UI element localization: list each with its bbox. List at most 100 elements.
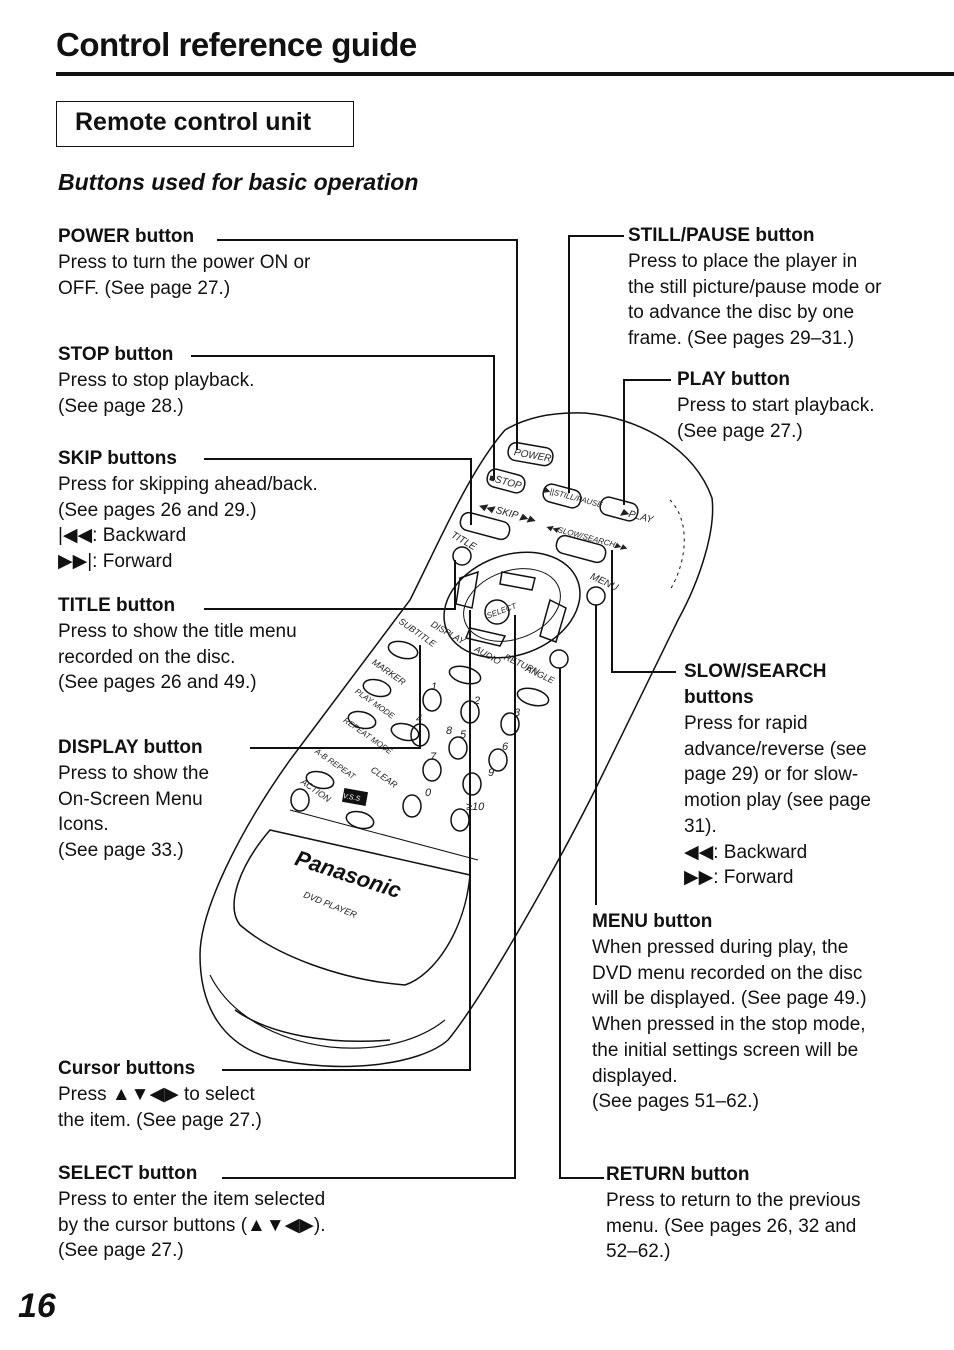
skip-desc-line: ▶▶|: Forward (58, 551, 173, 573)
remote-pause-key (542, 483, 582, 509)
title-desc-line: recorded on the disc. (58, 646, 236, 668)
menu-desc-line: When pressed during play, the (592, 937, 849, 958)
leader-cursor (222, 610, 471, 1071)
stop-label: STOP button (58, 344, 174, 365)
stop-callout: STOP button Press to stop playback. (See… (58, 342, 254, 419)
remote-text-n3: 3 (514, 707, 521, 719)
return-callout: RETURN button Press to return to the pre… (606, 1162, 861, 1265)
menu-desc-line: (See pages 51–62.) (592, 1091, 759, 1113)
return-label: RETURN button (606, 1164, 750, 1185)
subheading: Buttons used for basic operation (58, 169, 419, 195)
remote-text-repeat: REPEAT MODE (342, 716, 395, 757)
logo-panel (233, 829, 471, 986)
menu-desc-line: displayed. (592, 1065, 678, 1087)
display-desc-line: (See page 33.) (58, 840, 184, 862)
remote-model-text: DVD PLAYER (302, 889, 358, 920)
slow-search-desc-line: 31). (684, 815, 717, 837)
remote-select-key (484, 599, 510, 625)
play-desc-line: (See page 27.) (677, 420, 803, 442)
skip-desc-line: (See pages 26 and 29.) (58, 499, 257, 521)
section-title-box (56, 101, 354, 147)
still-pause-callout: STILL/PAUSE button Press to place the pl… (628, 223, 881, 352)
power-desc-line: OFF. (See page 27.) (58, 277, 231, 299)
menu-desc-line: will be displayed. (See page 49.) (592, 988, 867, 1010)
display-desc-line: Icons. (58, 814, 109, 836)
page-title: Control reference guide (56, 26, 417, 63)
remote-text-power: POWER (513, 447, 552, 464)
leader-skip (204, 458, 472, 525)
title-label: TITLE button (58, 595, 176, 616)
slow-search-desc-line: motion play (see page (684, 790, 871, 812)
title-desc-line: Press to show the title menu (58, 621, 297, 642)
power-label: POWER button (58, 226, 195, 247)
title-callout: TITLE button Press to show the title men… (58, 593, 297, 696)
title-rule (56, 72, 954, 76)
remote-slow-key (555, 534, 607, 564)
menu-label: MENU button (592, 911, 713, 932)
leader-title (204, 560, 456, 610)
remote-power-key (507, 441, 554, 467)
slow-search-callout: SLOW/SEARCH buttons Press for rapid adva… (684, 659, 871, 891)
remote-text-skip: ◀◀ SKIP ▶▶ (477, 500, 538, 526)
remote-text-clear: CLEAR (369, 765, 400, 791)
remote-text-n10: ≥10 (466, 801, 485, 813)
cursor-desc-line: the item. (See page 27.) (58, 1109, 262, 1131)
leader-display (250, 645, 421, 749)
leader-select (222, 615, 516, 1179)
remote-text-marker: MARKER (370, 657, 408, 688)
slow-search-desc-line: Press for rapid (684, 713, 808, 734)
slow-search-label: buttons (684, 687, 754, 708)
remote-title-key (452, 546, 472, 566)
section-title: Remote control unit (75, 108, 312, 136)
remote-cursor-right (539, 598, 567, 643)
remote-stop-key (486, 468, 526, 494)
remote-text-n4: 4 (416, 713, 422, 725)
remote-cursor-down (464, 627, 507, 647)
display-desc-line: On-Screen Menu (58, 788, 203, 810)
remote-text-title: TITLE (449, 530, 478, 553)
menu-desc-line: When pressed in the stop mode, (592, 1014, 866, 1036)
stop-desc-line: Press to stop playback. (58, 370, 255, 391)
select-label: SELECT button (58, 1163, 198, 1184)
select-desc-line: (See page 27.) (58, 1240, 184, 1262)
return-desc-line: menu. (See pages 26, 32 and (606, 1215, 857, 1237)
still-pause-desc-line: the still picture/pause mode or (628, 276, 882, 298)
title-desc-line: (See pages 26 and 49.) (58, 672, 257, 694)
skip-desc-line: Press for skipping ahead/back. (58, 474, 318, 495)
cursor-desc-line: Press ▲▼◀▶ to select (58, 1084, 255, 1105)
power-desc-line: Press to turn the power ON or (58, 252, 311, 273)
leader-play (623, 379, 671, 505)
remote-text-ab: A-B REPEAT (312, 746, 357, 782)
remote-text-n1: 1 (431, 681, 437, 693)
remote-return-key (549, 649, 569, 669)
still-pause-desc-line: to advance the disc by one (628, 302, 855, 324)
cursor-callout: Cursor buttons Press ▲▼◀▶ to select the … (58, 1056, 262, 1133)
leader-stop (191, 355, 495, 480)
remote-body-outline (199, 412, 714, 1068)
still-pause-desc-line: frame. (See pages 29–31.) (628, 328, 855, 350)
remote-play-key (599, 496, 639, 522)
play-callout: PLAY button Press to start playback. (Se… (677, 367, 874, 444)
select-desc-line: Press to enter the item selected (58, 1189, 326, 1210)
remote-text-select: SELECT (485, 601, 518, 620)
power-callout: POWER button Press to turn the power ON … (58, 224, 310, 301)
page-number: 16 (18, 1287, 56, 1325)
remote-text-stop: ■STOP (488, 473, 523, 492)
remote-skip-key (459, 511, 511, 541)
menu-desc-line: the initial settings screen will be (592, 1039, 859, 1061)
remote-text-pause: ▶||STILL/PAUSE (542, 485, 604, 510)
skip-callout: SKIP buttons Press for skipping ahead/ba… (58, 446, 318, 575)
select-desc-line: by the cursor buttons (▲▼◀▶). (58, 1214, 326, 1236)
display-desc-line: Press to show the (58, 763, 210, 784)
slow-search-label: SLOW/SEARCH (684, 661, 827, 682)
skip-desc-line: |◀◀: Backward (58, 525, 187, 547)
play-label: PLAY button (677, 369, 790, 390)
still-pause-label: STILL/PAUSE button (628, 225, 815, 246)
menu-callout: MENU button When pressed during play, th… (592, 909, 867, 1115)
remote-menu-key (586, 586, 606, 606)
cursor-label: Cursor buttons (58, 1058, 196, 1079)
remote-cursor-left (455, 570, 479, 609)
return-desc-line: 52–62.) (606, 1241, 671, 1263)
remote-text-menu: MENU (588, 571, 620, 594)
